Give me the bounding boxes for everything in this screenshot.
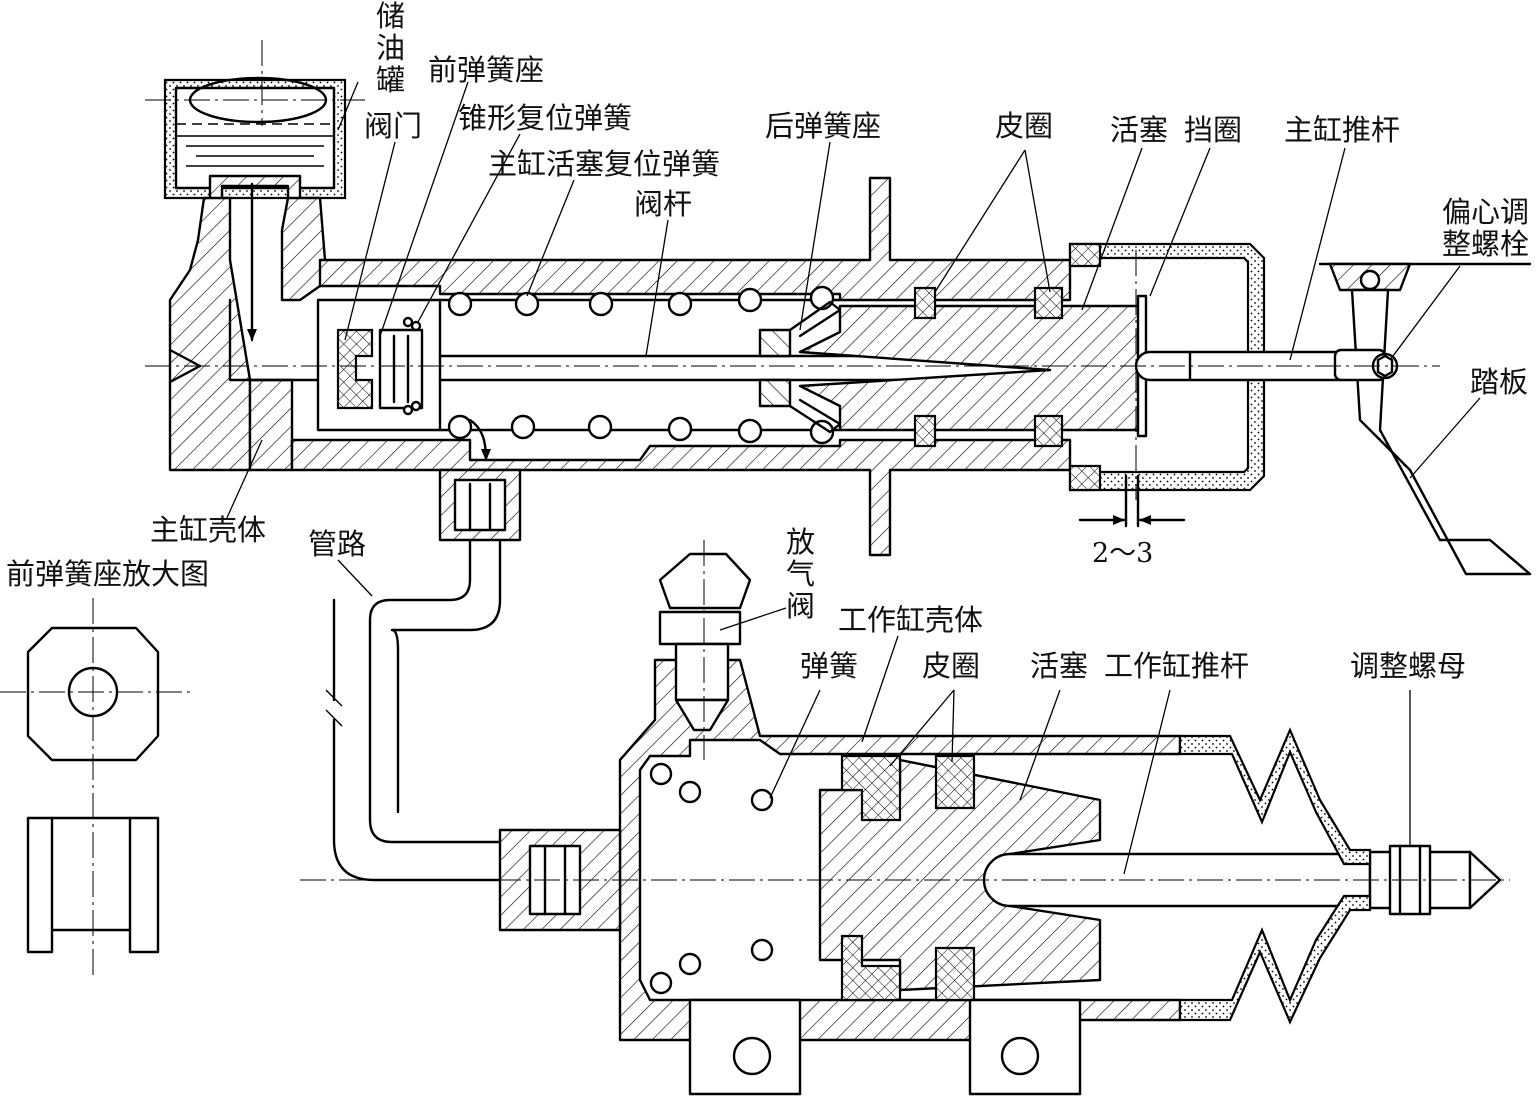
label-piston-master: 活塞	[1110, 113, 1168, 147]
slave-piston	[818, 754, 1102, 1002]
label-slave-housing: 工作缸壳体	[838, 603, 983, 637]
label-cup-slave: 皮圈	[922, 649, 980, 683]
label-clearance: 2～3	[1092, 538, 1153, 569]
pedal	[1318, 262, 1532, 576]
enlarged-spring-seat-view	[0, 598, 190, 975]
label-retainer: 挡圈	[1184, 113, 1242, 147]
label-rear-spring-seat: 后弹簧座	[765, 109, 881, 143]
labels: 储油罐 前弹簧座 阀门 锥形复位弹簧 主缸活塞复位弹簧 阀杆 后弹簧座 皮圈 活…	[6, 0, 1529, 683]
label-pedal: 踏板	[1470, 365, 1528, 399]
label-line: 罐	[376, 63, 405, 97]
label-reservoir: 储油罐	[376, 0, 405, 97]
label-line: 油	[376, 31, 405, 65]
label-valve-stem: 阀杆	[634, 187, 692, 221]
label-master-piston-spring: 主缸活塞复位弹簧	[488, 147, 720, 181]
label-spring-slave: 弹簧	[800, 649, 858, 683]
label-pipe: 管路	[308, 527, 366, 561]
master-piston-spring	[438, 285, 1042, 445]
label-bleeder: 放气阀	[786, 525, 815, 623]
label-line: 储	[376, 0, 405, 33]
label-line: 偏心调	[1442, 195, 1529, 229]
label-line: 放	[786, 525, 815, 559]
label-adjust-nut: 调整螺母	[1350, 649, 1466, 683]
label-line: 整螺栓	[1442, 227, 1529, 261]
label-valve: 阀门	[364, 109, 422, 143]
label-slave-pushrod: 工作缸推杆	[1104, 649, 1249, 683]
label-piston-slave: 活塞	[1030, 649, 1088, 683]
pipe	[325, 468, 522, 882]
label-master-pushrod: 主缸推杆	[1284, 113, 1400, 147]
label-cone-return-spring: 锥形复位弹簧	[458, 101, 632, 135]
slave-boot	[1178, 727, 1372, 1025]
label-master-housing: 主缸壳体	[150, 513, 266, 547]
label-enlarged-view: 前弹簧座放大图	[6, 557, 209, 591]
label-front-spring-seat: 前弹簧座	[428, 53, 544, 87]
master-piston	[798, 286, 1142, 448]
valve-assembly	[316, 298, 442, 432]
label-line: 阀	[786, 589, 815, 623]
reservoir	[163, 76, 347, 202]
bleeder-valve	[658, 540, 752, 760]
rear-spring-seat	[758, 300, 842, 434]
label-eccentric-bolt: 偏心调整螺栓	[1442, 195, 1529, 261]
label-cup-master: 皮圈	[995, 109, 1053, 143]
leader-lines	[225, 81, 1481, 875]
label-line: 气	[786, 557, 815, 591]
